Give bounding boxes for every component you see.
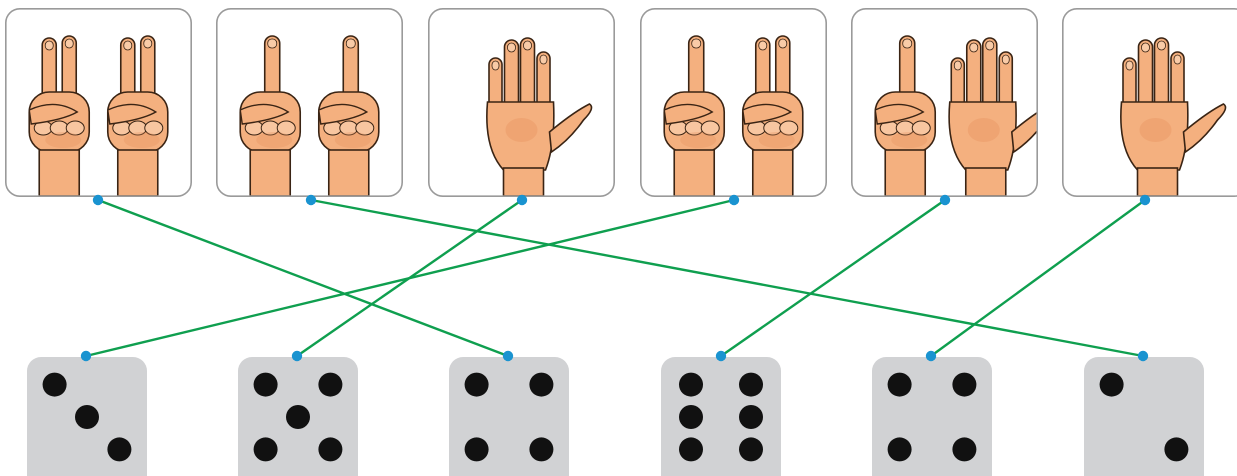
die-four (449, 357, 569, 476)
card-connector-dot[interactable] (306, 195, 316, 205)
die-two (1084, 357, 1204, 476)
die-five (238, 357, 358, 476)
die-pip (318, 437, 342, 461)
dice-row (27, 357, 1204, 476)
connection-line[interactable] (98, 200, 508, 356)
card-connector-dot[interactable] (517, 195, 527, 205)
die-pip (888, 437, 912, 461)
die-pip (107, 437, 131, 461)
card-connector-dot[interactable] (93, 195, 103, 205)
die-face (449, 357, 569, 476)
card-connector-dot[interactable] (940, 195, 950, 205)
die-pip (43, 373, 67, 397)
die-pip (318, 373, 342, 397)
die-pip (952, 437, 976, 461)
connection-line[interactable] (721, 200, 945, 356)
die-pip (254, 437, 278, 461)
die-face (1084, 357, 1204, 476)
die-pip (952, 373, 976, 397)
die-pip (254, 373, 278, 397)
die-connector-dot[interactable] (81, 351, 91, 361)
die-connector-dot[interactable] (716, 351, 726, 361)
hand-card-five (429, 9, 614, 196)
die-pip (286, 405, 310, 429)
connection-dots (81, 195, 1150, 361)
hand-card-one-plus-five (852, 9, 1054, 196)
die-pip (75, 405, 99, 429)
hand-card-one-plus-two (641, 9, 826, 196)
hand-card-two-plus-two (6, 9, 191, 196)
connection-line[interactable] (931, 200, 1145, 356)
die-pip (465, 437, 489, 461)
hand-card-one-plus-one (217, 9, 402, 196)
connection-lines (86, 200, 1145, 356)
connection-line[interactable] (311, 200, 1143, 356)
die-pip (1100, 373, 1124, 397)
hand-card-five-single (1063, 9, 1237, 196)
die-pip (465, 373, 489, 397)
die-four-second (872, 357, 992, 476)
connection-line[interactable] (86, 200, 734, 356)
die-face (872, 357, 992, 476)
card-connector-dot[interactable] (729, 195, 739, 205)
die-pip (529, 437, 553, 461)
die-pip (739, 373, 763, 397)
card-connector-dot[interactable] (1140, 195, 1150, 205)
die-pip (679, 437, 703, 461)
die-pip (1164, 437, 1188, 461)
die-face (661, 357, 781, 476)
die-six (661, 357, 781, 476)
die-connector-dot[interactable] (503, 351, 513, 361)
die-pip (739, 405, 763, 429)
die-pip (739, 437, 763, 461)
die-connector-dot[interactable] (1138, 351, 1148, 361)
die-pip (529, 373, 553, 397)
die-pip (679, 373, 703, 397)
die-pip (679, 405, 703, 429)
die-connector-dot[interactable] (926, 351, 936, 361)
hand-cards (6, 9, 1237, 196)
die-pip (888, 373, 912, 397)
die-three (27, 357, 147, 476)
die-connector-dot[interactable] (292, 351, 302, 361)
